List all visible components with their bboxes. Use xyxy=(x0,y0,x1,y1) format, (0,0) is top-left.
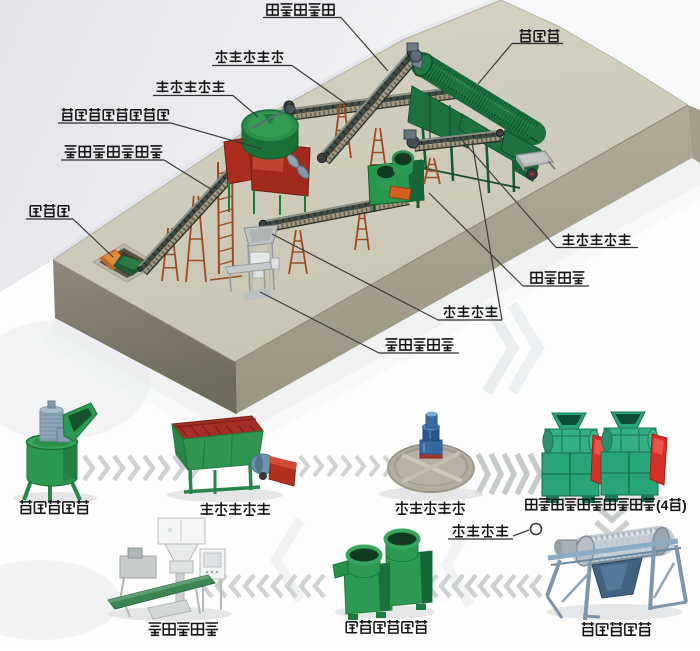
svg-text:): ) xyxy=(682,497,687,513)
svg-text:(4: (4 xyxy=(656,497,669,513)
